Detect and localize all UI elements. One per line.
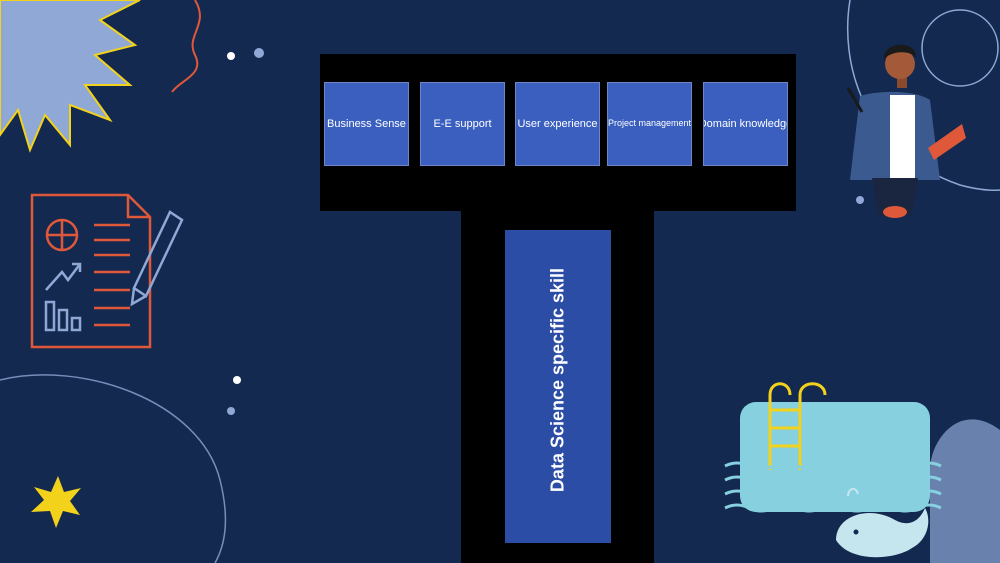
teacher-illustration (846, 44, 966, 218)
skill-box-business-sense: Business Sense (324, 82, 409, 166)
dot (254, 48, 264, 58)
skill-label: E-E support (433, 117, 492, 130)
skill-box-user-experience: User experience (515, 82, 600, 166)
skill-box-project-management: Project management (607, 82, 692, 166)
squiggle-line (171, 0, 201, 93)
skill-label: Business Sense (327, 117, 406, 130)
swimming-pool-illustration (724, 382, 1000, 563)
arc-line (0, 374, 227, 563)
spiky-starburst-icon (0, 0, 141, 153)
core-skill-box (505, 230, 611, 543)
report-document-icon (30, 193, 152, 349)
dot (227, 407, 235, 415)
skill-label: Domain knowledge (703, 117, 788, 130)
dot (227, 52, 235, 60)
dot (856, 196, 864, 204)
dot (233, 376, 241, 384)
outline-circle (921, 9, 999, 87)
skill-label: Project management (607, 118, 692, 129)
yellow-star-icon (31, 476, 81, 528)
skill-box-e-e-support: E-E support (420, 82, 505, 166)
whale-icon (836, 488, 929, 558)
skill-box-domain-knowledge: Domain knowledge (703, 82, 788, 166)
skill-label: User experience (517, 117, 598, 130)
core-skill-label: Data Science specific skill (547, 267, 568, 493)
pencil-icon (130, 210, 184, 307)
trend-arrow-icon (44, 262, 82, 332)
